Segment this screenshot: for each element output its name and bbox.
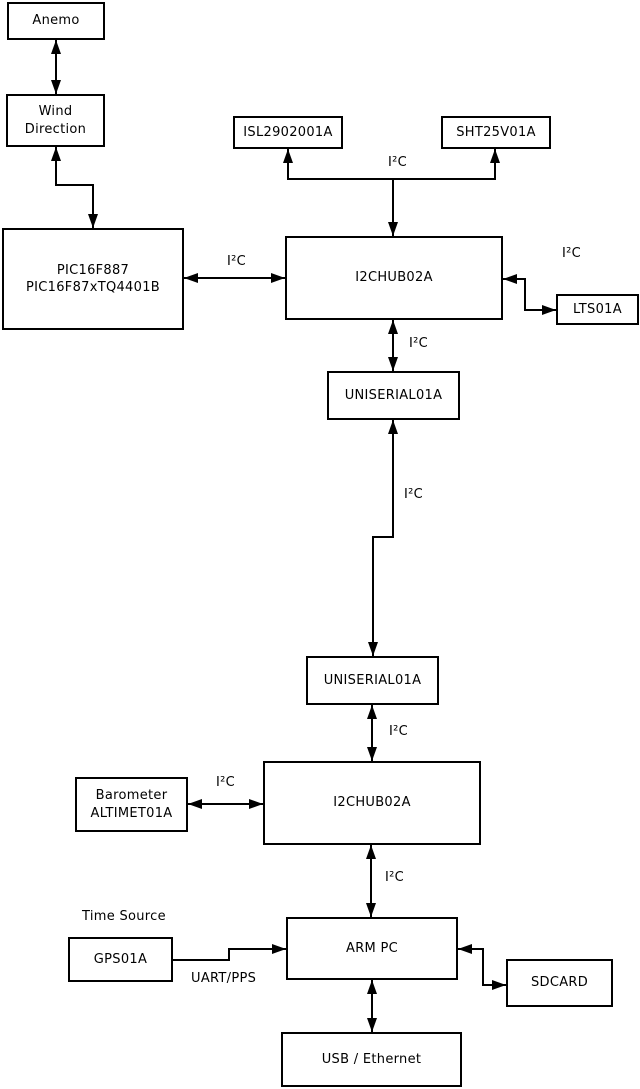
wind-direction-box: Wind Direction [6,94,105,147]
edge-winddirection-pic [51,147,98,228]
edge-hub-upper-lts [503,274,556,315]
lts-label: LTS01A [573,301,622,317]
i2c-label-sensors: I²C [388,155,408,170]
i2c-label-uniserial-hub: I²C [389,724,409,739]
wind-direction-label-line2: Direction [24,121,87,137]
gps-box: GPS01A [68,937,173,982]
pic-label-line1: PIC16F887 [56,262,130,278]
usb-ethernet-box: USB / Ethernet [281,1032,462,1087]
usb-ethernet-label: USB / Ethernet [321,1051,422,1067]
lts-box: LTS01A [556,294,639,325]
sdcard-label: SDCARD [530,975,589,991]
isl-box: ISL2902001A [233,116,343,149]
barometer-label-line2: ALTIMET01A [90,805,173,821]
edge-uniserial-upper-uniserial-lower [368,420,398,656]
uniserial-lower-label: UNISERIAL01A [323,672,422,688]
i2c-label-pic-hub: I²C [227,254,247,269]
isl-label: ISL2902001A [243,124,333,140]
i2c-label-hub-uniserial: I²C [409,336,429,351]
i2c-label-hub-lts: I²C [562,246,582,261]
i2chub-lower-box: I2CHUB02A [263,761,481,845]
uniserial-upper-label: UNISERIAL01A [344,387,443,403]
gps-label: GPS01A [93,951,148,967]
barometer-box: Barometer ALTIMET01A [75,777,188,832]
i2c-label-hub-armpc: I²C [385,870,405,885]
edge-gps-armpc [173,944,286,961]
uniserial-lower-box: UNISERIAL01A [306,656,439,705]
wind-direction-label-line1: Wind [38,104,73,120]
anemo-box: Anemo [7,2,105,40]
i2chub-upper-box: I2CHUB02A [285,236,503,320]
i2c-label-backbone: I²C [404,487,424,502]
i2c-label-barometer-hub: I²C [216,775,236,790]
pic-box: PIC16F887 PIC16F87xTQ4401B [2,228,184,330]
anemo-label: Anemo [32,13,80,29]
i2chub-upper-label: I2CHUB02A [355,270,433,286]
sht-label: SHT25V01A [456,124,536,140]
barometer-label-line1: Barometer [95,788,168,804]
sht-box: SHT25V01A [441,116,551,149]
edge-armpc-sdcard [458,944,506,990]
pic-label-line2: PIC16F87xTQ4401B [26,280,160,295]
i2chub-lower-label: I2CHUB02A [333,795,411,811]
armpc-box: ARM PC [286,917,458,980]
uniserial-upper-box: UNISERIAL01A [327,371,460,420]
uart-pps-label: UART/PPS [191,971,257,986]
edge-hub-upper-sensors-tee [283,149,500,180]
armpc-label: ARM PC [346,940,398,956]
time-source-label: Time Source [82,909,166,924]
sdcard-box: SDCARD [506,959,613,1007]
